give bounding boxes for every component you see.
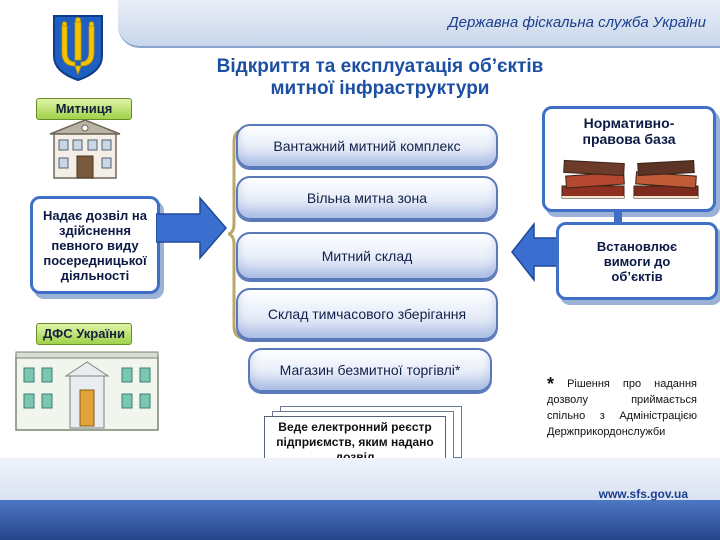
customs-label: Митниця	[36, 98, 132, 120]
note-text: Рішення про надання дозволу приймається …	[547, 378, 697, 438]
arrow-left-icon	[510, 221, 563, 283]
footer-url[interactable]: www.sfs.gov.ua	[598, 487, 688, 501]
item-customs-warehouse: Митний склад	[236, 232, 498, 280]
dfs-building-icon	[12, 346, 162, 432]
item-duty-free-shop: Магазин безмитної торгівлі*	[248, 348, 492, 392]
footer-strip	[0, 500, 720, 540]
header-bar	[118, 0, 720, 48]
connector	[614, 212, 622, 226]
coat-of-arms-icon	[50, 12, 106, 82]
customs-building-icon	[46, 118, 124, 180]
grant-permission-box: Надає дозвіл на здійснення певного виду …	[30, 196, 160, 294]
dfs-label: ДФС України	[36, 323, 132, 345]
item-cargo-complex: Вантажний митний комплекс	[236, 124, 498, 168]
brace-icon	[224, 128, 246, 340]
note-star: *	[547, 374, 555, 394]
arrow-right-icon	[155, 195, 228, 261]
item-temporary-storage: Склад тимчасового зберігання	[236, 288, 498, 340]
note: * Рішення про надання дозволу приймаєтьс…	[547, 374, 697, 440]
item-free-zone: Вільна митна зона	[236, 176, 498, 220]
page-title: Відкриття та експлуатація об’єктів митно…	[216, 56, 544, 99]
requirements-label: Встановлює вимоги до об’єктів	[596, 238, 678, 284]
header-title: Державна фіскальна служба України	[448, 14, 706, 31]
books-icon	[556, 152, 704, 204]
requirements-box: Встановлює вимоги до об’єктів	[556, 222, 718, 300]
legal-base-label: Нормативно-правова база	[582, 115, 676, 147]
